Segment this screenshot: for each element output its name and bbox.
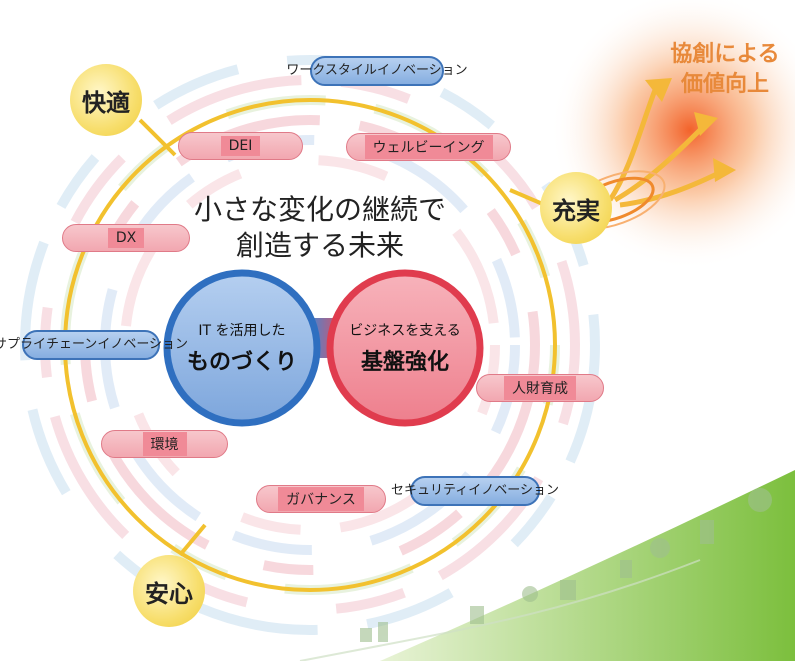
tag-supply-chain-innovation: サプライチェーン イノベーション <box>0 330 188 360</box>
tag-dx: DX <box>62 224 190 252</box>
tag-hr: 人財育成 <box>476 374 604 402</box>
result-line1: 協創による <box>670 42 780 67</box>
value-fulfillment: 充実 <box>540 172 612 244</box>
right-circle-sub: ビジネスを支える <box>349 323 461 339</box>
value-comfort: 快適 <box>70 64 142 136</box>
tag-governance: ガバナンス <box>256 485 386 513</box>
tag-wellbeing: ウェルビーイング <box>346 133 511 161</box>
tag-workstyle-innovation: ワークスタイル イノベーション <box>286 56 468 86</box>
tag-dei: DEI <box>178 132 303 160</box>
center-title: 小さな変化の継続で 創造する未来 <box>190 192 450 264</box>
left-circle: IT を活用した ものづくり <box>167 273 317 423</box>
value-safety: 安心 <box>133 555 205 627</box>
result-label: 協創による 価値向上 <box>655 40 795 100</box>
left-circle-shape <box>163 269 321 427</box>
ground-hill <box>380 470 795 661</box>
center-title-line1: 小さな変化の継続で <box>193 193 446 226</box>
right-circle-shape <box>326 269 484 427</box>
result-line2: 価値向上 <box>680 72 769 97</box>
tag-security-innovation: セキュリティ イノベーション <box>391 476 559 506</box>
left-circle-main: ものづくり <box>186 350 297 375</box>
left-circle-sub: IT を活用した <box>198 323 286 339</box>
right-circle-main: 基盤強化 <box>360 350 449 375</box>
right-circle: ビジネスを支える 基盤強化 <box>330 273 480 423</box>
city-silhouette <box>360 488 772 642</box>
center-title-line2: 創造する未来 <box>235 229 404 262</box>
tag-environment: 環境 <box>101 430 228 458</box>
